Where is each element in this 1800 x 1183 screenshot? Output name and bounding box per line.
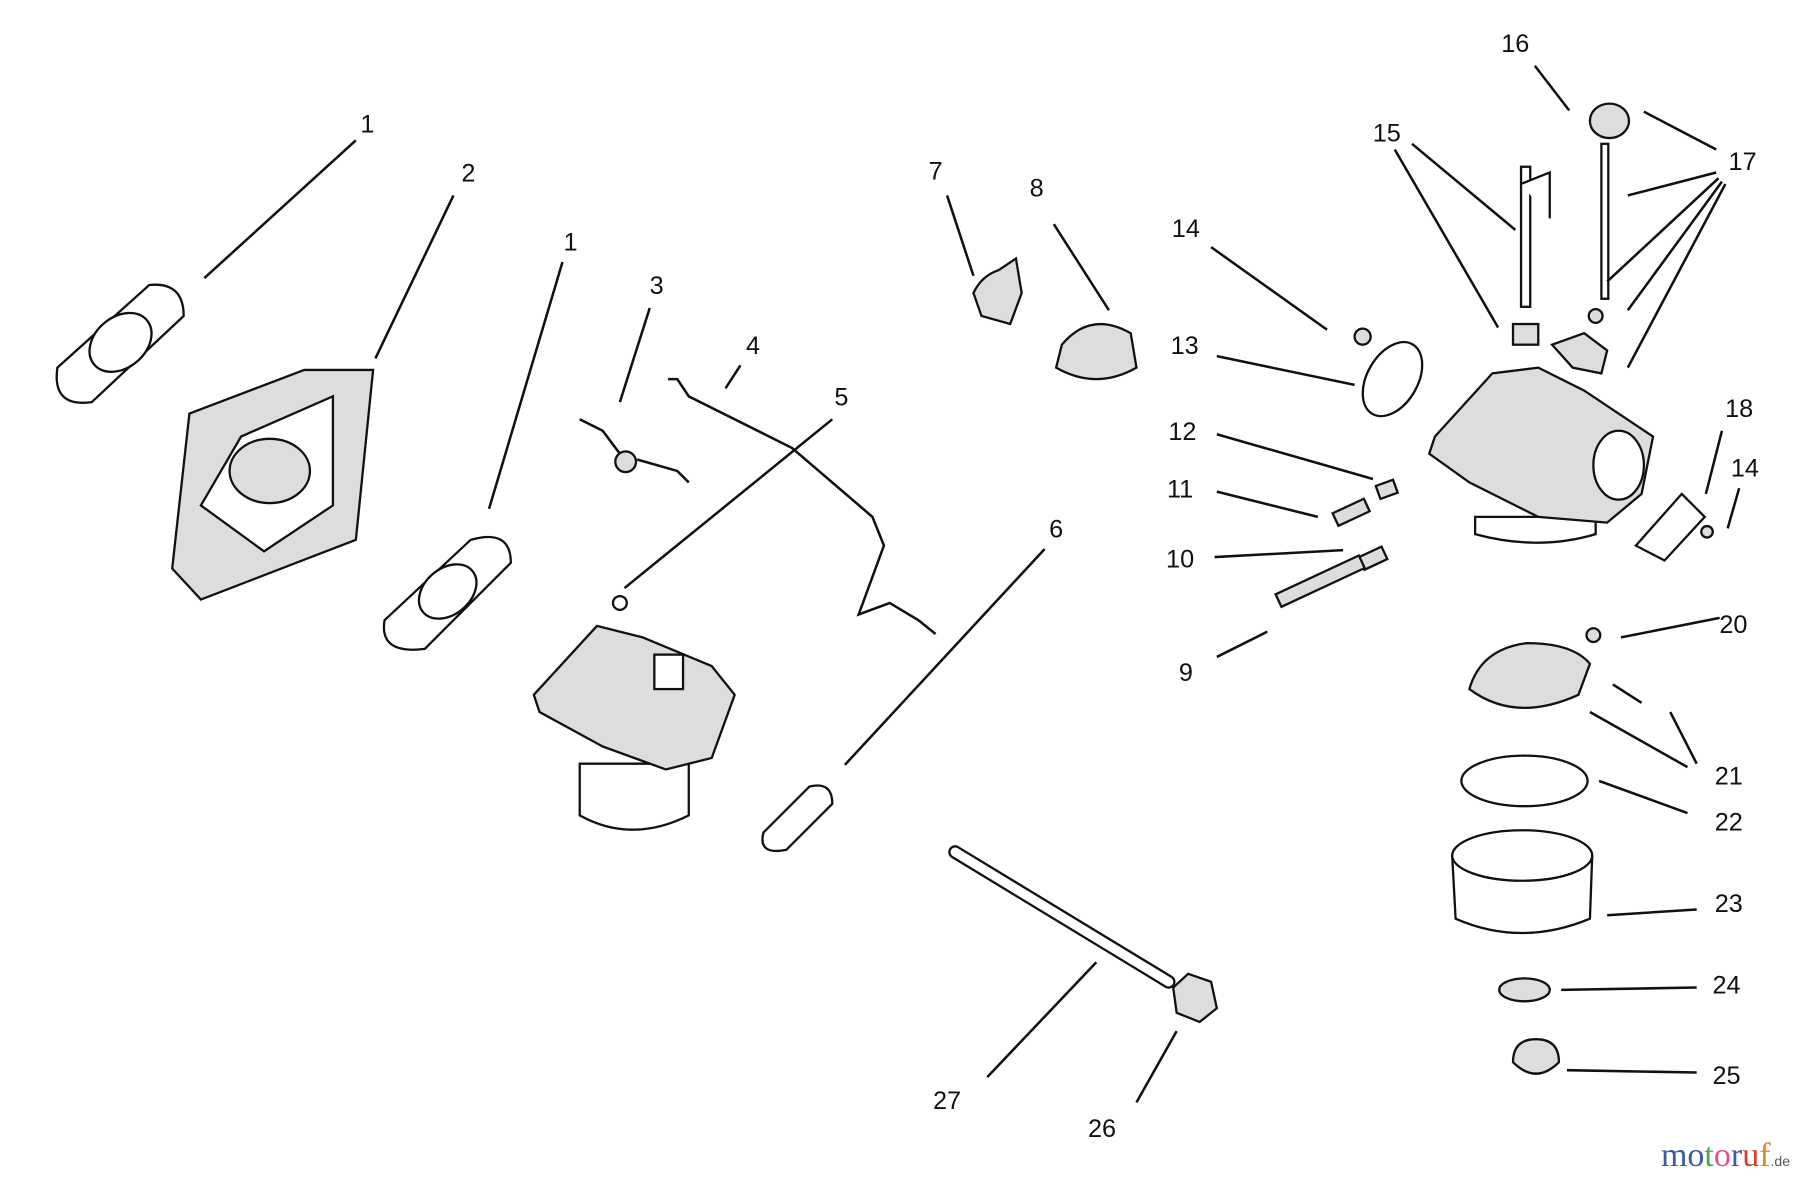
callout-10: 10	[1166, 545, 1194, 573]
bracket-7	[972, 256, 1023, 326]
screw-14-right	[1700, 524, 1714, 539]
callout-3: 3	[650, 272, 664, 300]
callout-5: 5	[834, 384, 848, 412]
callout-1: 1	[360, 110, 374, 138]
callout-6: 6	[1049, 516, 1063, 544]
nut-25	[1511, 1038, 1561, 1075]
carburetor-body	[1427, 366, 1655, 544]
cover-18	[1634, 492, 1707, 562]
callout-20: 20	[1719, 611, 1747, 639]
o-ring-22	[1460, 754, 1589, 808]
callout-1b: 1	[564, 229, 578, 257]
callout-2: 2	[461, 160, 475, 188]
callout-labels: 1 2 1 3 4 5 6 7 8 14 13 12 11 10 9 15 16…	[360, 30, 1759, 1143]
gasket-1-right	[382, 535, 512, 651]
shaft-15	[1511, 165, 1551, 346]
link-rod-4	[668, 377, 937, 635]
callout-17: 17	[1729, 148, 1757, 176]
gasket-1-left	[55, 283, 185, 404]
nut-26	[1171, 972, 1219, 1024]
needle-12	[1374, 478, 1400, 501]
pin-20	[1585, 627, 1602, 644]
callout-15: 15	[1373, 120, 1401, 148]
callout-13: 13	[1171, 332, 1199, 360]
callout-23: 23	[1715, 890, 1743, 918]
bowl-23	[1451, 829, 1594, 935]
callout-7: 7	[929, 157, 943, 185]
needle-9	[1274, 553, 1367, 609]
spacer-2	[170, 368, 375, 601]
screw-14	[1353, 327, 1372, 346]
callout-14b: 14	[1731, 455, 1759, 483]
carburetor-5	[532, 594, 736, 831]
choke-16-17	[1550, 102, 1631, 375]
bolt-27	[948, 845, 1176, 989]
callout-14: 14	[1172, 215, 1200, 243]
callout-22: 22	[1715, 808, 1743, 836]
float-21	[1468, 642, 1643, 710]
callout-8: 8	[1030, 175, 1044, 203]
leader-lines	[203, 64, 1741, 1103]
callout-11: 11	[1167, 475, 1193, 503]
watermark-suffix: .de	[1770, 1153, 1790, 1169]
callout-18: 18	[1725, 395, 1753, 423]
float-bowl-8	[1054, 322, 1138, 381]
callout-26: 26	[1088, 1115, 1116, 1143]
callout-16: 16	[1501, 30, 1529, 58]
callout-9: 9	[1179, 659, 1193, 687]
screw-11	[1331, 497, 1372, 528]
washer-24	[1498, 977, 1551, 1003]
spring-3	[579, 418, 690, 484]
callout-27: 27	[933, 1087, 961, 1115]
plate-13	[1361, 340, 1424, 418]
callout-24: 24	[1712, 971, 1740, 999]
callout-12: 12	[1168, 418, 1196, 446]
watermark-logo: motoruf.de	[1660, 1137, 1790, 1174]
callout-21: 21	[1715, 762, 1743, 790]
callout-25: 25	[1712, 1062, 1740, 1090]
gasket-6	[761, 784, 834, 853]
callout-4: 4	[746, 332, 760, 360]
